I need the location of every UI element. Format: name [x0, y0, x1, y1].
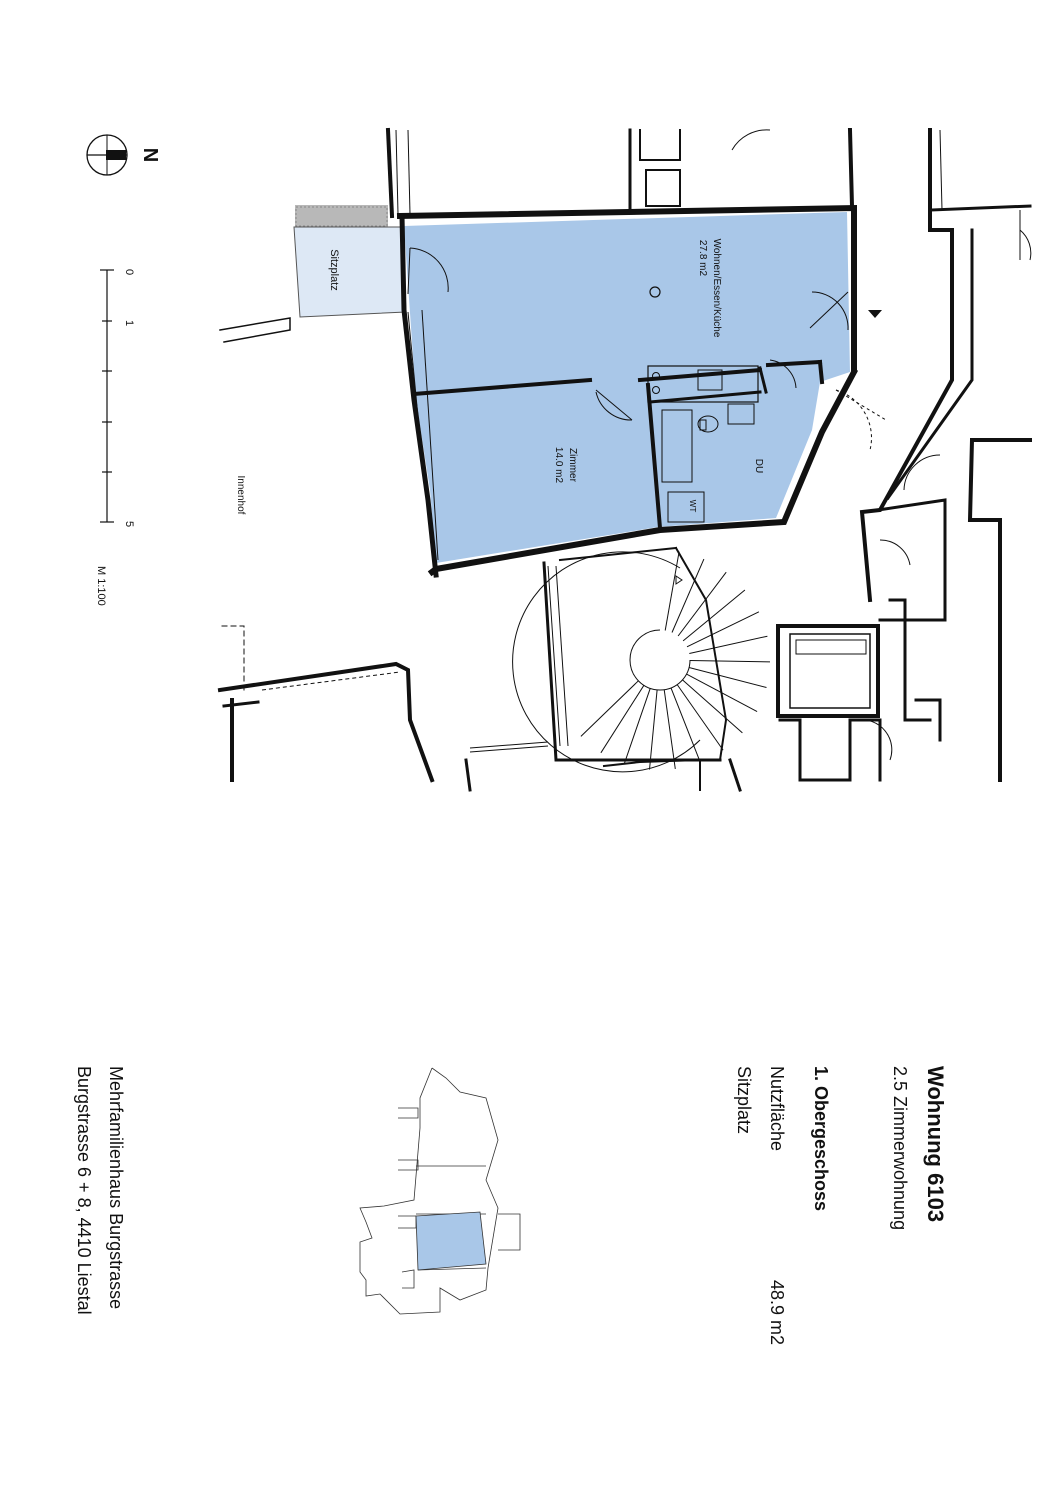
shower-label: DU: [753, 459, 764, 473]
apartment-6103: [404, 212, 850, 563]
scale-tick-5: 5: [123, 521, 135, 527]
stair-tread: [670, 687, 701, 763]
wt-label: WT: [688, 500, 697, 513]
stair-tread: [580, 680, 639, 737]
stair-tread: [664, 551, 680, 631]
stair-tread: [686, 673, 758, 713]
stair-tread: [682, 589, 746, 642]
address: Burgstrasse 6 + 8, 4410 Liestal: [74, 1066, 94, 1315]
sink: [727, 403, 755, 425]
stair-tread: [649, 689, 658, 770]
floor-label: 1. Obergeschoss: [811, 1066, 831, 1211]
stair-tread: [677, 571, 727, 637]
living-name: Wohnen/Essen/Küche: [711, 239, 722, 338]
door-swings: [407, 129, 1032, 761]
spiral-staircase: [512, 551, 771, 773]
fixtures: [647, 286, 882, 523]
bedroom-name: Zimmer: [567, 448, 578, 483]
stair-tread: [689, 660, 771, 663]
terrace-area: Sitzplatz: [293, 205, 407, 318]
key-plan: [359, 1067, 521, 1315]
toilet: [697, 415, 719, 433]
courtyard-label: Innenhof: [235, 476, 246, 515]
living-area: 27.8 m2: [697, 240, 708, 277]
window-lines: [261, 129, 1021, 753]
kitchen-counter: [647, 365, 759, 403]
stair-tread: [676, 684, 724, 751]
unit-type: 2.5 Zimmerwohnung: [890, 1066, 910, 1230]
area-value: 48.9 m2: [767, 1280, 787, 1345]
column-icon: [649, 286, 661, 298]
scale-tick-1: 1: [123, 320, 135, 326]
entrance-marker-icon: [868, 310, 882, 318]
terrace-label: Sitzplatz: [328, 249, 340, 291]
area-label: Nutzfläche: [767, 1066, 787, 1151]
wt-box: [667, 491, 705, 523]
scale-label: M 1:100: [95, 566, 107, 606]
stair-tread: [689, 635, 768, 654]
shower-tray: [661, 409, 693, 483]
unit-title: Wohnung 6103: [923, 1066, 948, 1222]
building-name: Mehrfamilienhaus Burgstrasse: [106, 1066, 126, 1309]
stair-tread: [682, 679, 743, 734]
stair-tread: [688, 667, 767, 688]
stair-tread: [663, 689, 676, 769]
room-labels: Wohnen/Essen/Küche 27.8 m2 Zimmer 14.0 m…: [235, 239, 764, 515]
bedroom-area: 14.0 m2: [553, 447, 564, 484]
seat-label: Sitzplatz: [734, 1066, 754, 1134]
stair-tread: [623, 688, 651, 765]
stair-tread: [671, 558, 705, 633]
north-arrow: N: [86, 134, 161, 176]
title-block: Wohnung 6103 2.5 Zimmerwohnung 1. Oberge…: [74, 1066, 948, 1345]
scale-bar: 0 1 5 M 1:100: [95, 269, 135, 606]
walls: [217, 127, 1032, 792]
key-plan-highlight: [415, 1211, 487, 1271]
stair-tread: [600, 685, 645, 754]
stair-tread: [686, 611, 760, 648]
scale-tick-0: 0: [123, 269, 135, 275]
north-label: N: [139, 148, 161, 162]
